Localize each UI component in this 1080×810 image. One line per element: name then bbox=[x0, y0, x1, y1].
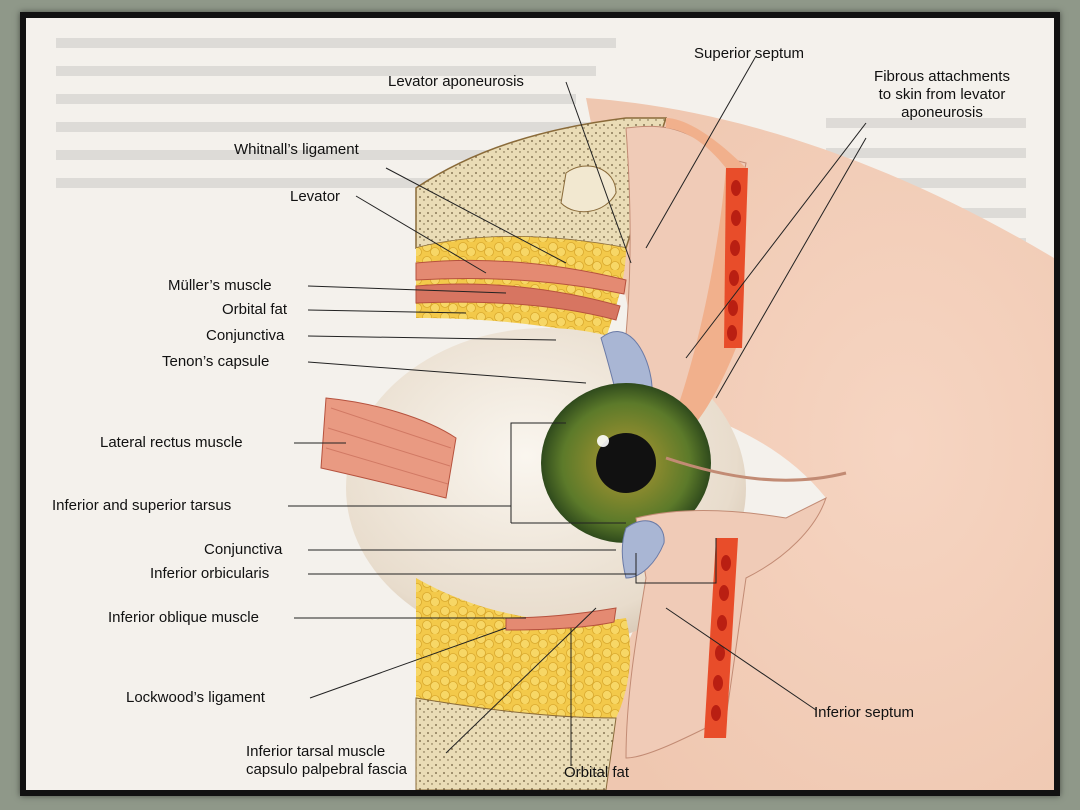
label-levator-aponeurosis: Levator aponeurosis bbox=[388, 73, 524, 90]
inferior-oblique-muscle bbox=[505, 607, 617, 631]
label-orbital-fat-top: Orbital fat bbox=[222, 301, 288, 318]
orbital-floor-bone bbox=[415, 697, 617, 790]
lateral-rectus-muscle bbox=[320, 397, 457, 499]
eye-cross-section-illustration bbox=[56, 38, 1054, 790]
label-mullers-muscle: Müller’s muscle bbox=[168, 277, 272, 294]
lower-orbicularis bbox=[704, 538, 738, 738]
label-whitnalls-ligament: Whitnall’s ligament bbox=[234, 141, 359, 158]
label-conjunctiva-top: Conjunctiva bbox=[206, 327, 285, 344]
label-conjunctiva-bottom: Conjunctiva bbox=[204, 541, 283, 558]
orbital-rim bbox=[560, 165, 617, 213]
muller-muscle bbox=[415, 283, 621, 321]
label-inferior-tarsal-muscle: Inferior tarsal muscle capsulo palpebral… bbox=[246, 743, 407, 778]
pupil-highlight bbox=[597, 435, 609, 447]
levator-muscle bbox=[415, 259, 627, 295]
pupil bbox=[596, 433, 656, 493]
leader-lines bbox=[288, 55, 867, 766]
label-inferior-oblique-muscle: Inferior oblique muscle bbox=[108, 609, 259, 626]
lower-orbital-fat bbox=[416, 578, 631, 718]
label-inferior-orbicularis: Inferior orbicularis bbox=[150, 565, 270, 582]
label-lateral-rectus-muscle: Lateral rectus muscle bbox=[100, 434, 243, 451]
lid-crease bbox=[665, 456, 847, 482]
lower-tarsus bbox=[621, 520, 665, 579]
label-tenons-capsule: Tenon’s capsule bbox=[162, 353, 270, 370]
slide: Superior septum Levator aponeurosis Fibr… bbox=[26, 18, 1054, 790]
label-inferior-superior-tarsus: Inferior and superior tarsus bbox=[52, 497, 232, 514]
label-inferior-septum: Inferior septum bbox=[814, 704, 915, 721]
label-fibrous-attachments: Fibrous attachments to skin from levator… bbox=[874, 68, 1010, 121]
label-superior-septum: Superior septum bbox=[694, 45, 805, 62]
label-orbital-fat-bottom: Orbital fat bbox=[564, 764, 630, 781]
label-levator: Levator bbox=[290, 188, 341, 205]
label-lockwoods-ligament: Lockwood’s ligament bbox=[126, 689, 265, 706]
